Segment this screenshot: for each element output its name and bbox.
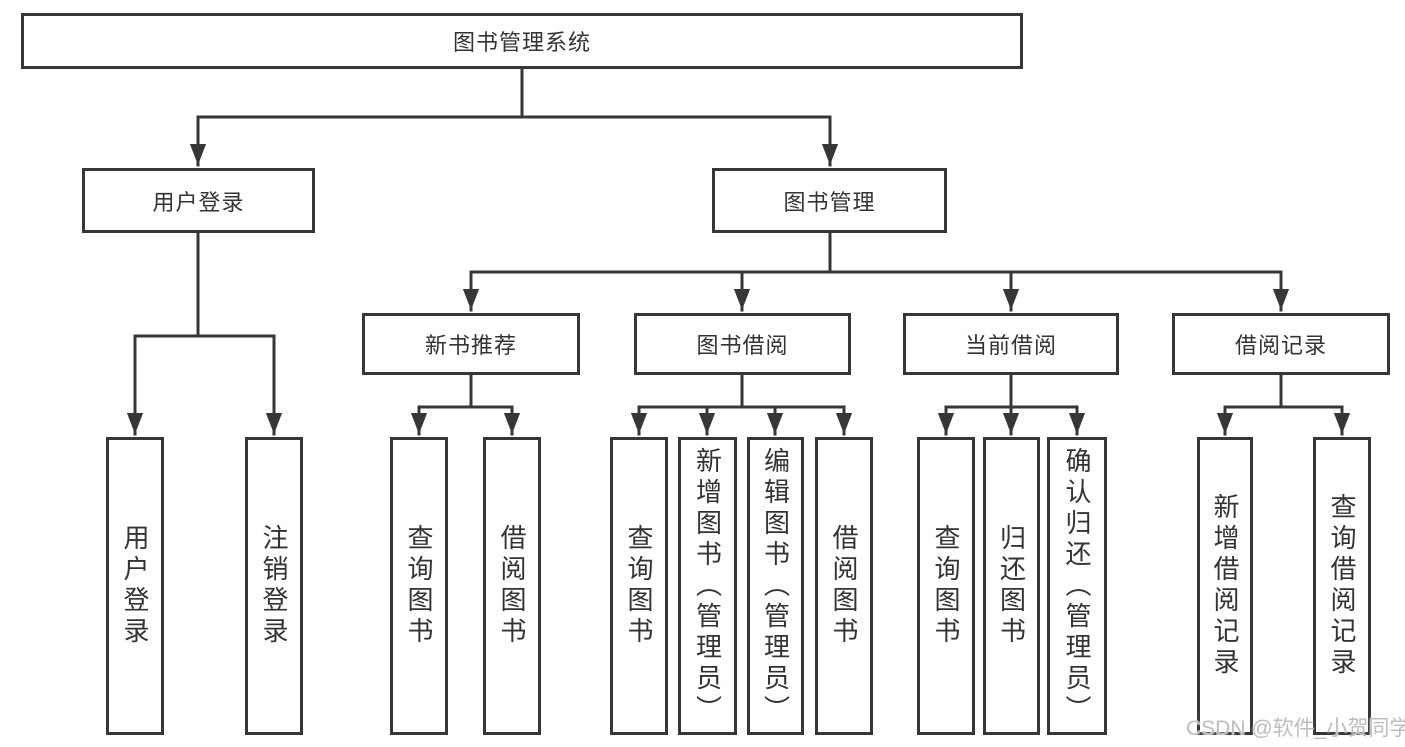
leaf-edit-book-admin: 编辑图书（管理员） xyxy=(747,437,804,735)
connector-book-management-to-level3 xyxy=(462,231,1290,312)
leaf-label: 新增图书（管理员） xyxy=(692,446,723,726)
leaf-logout: 注销登录 xyxy=(245,437,303,735)
node-label: 用户登录 xyxy=(152,189,245,215)
leaf-label: 确认归还（管理员） xyxy=(1062,446,1092,726)
leaf-query-books-recommend: 查询图书 xyxy=(390,437,448,735)
leaf-borrow-books-recommend: 借阅图书 xyxy=(483,437,541,735)
node-book-borrowing: 图书借阅 xyxy=(634,313,851,375)
leaf-label: 查询图书 xyxy=(931,524,961,648)
node-label: 新书推荐 xyxy=(424,333,517,358)
watermark: CSDN @软件_小贺同学 xyxy=(1186,717,1405,740)
node-label: 图书借阅 xyxy=(696,333,789,358)
leaf-label: 借阅图书 xyxy=(829,524,859,648)
leaf-return-book: 归还图书 xyxy=(983,437,1040,735)
leaf-borrow-books: 借阅图书 xyxy=(815,437,873,735)
leaf-add-book-admin: 新增图书（管理员） xyxy=(678,437,737,735)
connector-new-book-to-leaves xyxy=(410,373,521,436)
connector-root-to-level2 xyxy=(189,67,839,167)
node-user-login: 用户登录 xyxy=(82,168,315,233)
node-current-borrowing: 当前借阅 xyxy=(903,313,1119,375)
connector-book-borrow-to-leaves xyxy=(630,373,853,436)
connector-current-borrow-to-leaves xyxy=(937,372,1086,436)
leaf-label: 编辑图书（管理员） xyxy=(760,446,791,726)
leaf-user-login: 用户登录 xyxy=(106,437,164,735)
node-new-book-recommendation: 新书推荐 xyxy=(362,313,580,375)
leaf-label: 用户登录 xyxy=(120,524,150,648)
leaf-label: 注销登录 xyxy=(259,524,289,648)
node-book-management: 图书管理 xyxy=(712,168,947,233)
node-library-management-system: 图书管理系统 xyxy=(21,13,1023,69)
node-label: 借阅记录 xyxy=(1234,333,1327,358)
node-label: 图书管理系统 xyxy=(452,30,591,55)
leaf-query-borrow-record: 查询借阅记录 xyxy=(1313,437,1371,735)
connector-user-login-to-leaves xyxy=(126,231,283,436)
leaf-confirm-return-admin: 确认归还（管理员） xyxy=(1047,437,1107,735)
node-borrowing-records: 借阅记录 xyxy=(1172,313,1390,375)
leaf-query-books-current: 查询图书 xyxy=(917,437,975,735)
leaf-label: 归还图书 xyxy=(996,524,1027,648)
node-label: 图书管理 xyxy=(783,189,876,215)
leaf-add-borrow-record: 新增借阅记录 xyxy=(1197,437,1253,735)
leaf-label: 查询图书 xyxy=(404,524,434,648)
leaf-label: 借阅图书 xyxy=(497,524,527,648)
connector-borrow-records-to-leaves xyxy=(1216,373,1351,436)
leaf-label: 查询借阅记录 xyxy=(1327,493,1357,679)
leaf-label: 新增借阅记录 xyxy=(1210,493,1240,679)
leaf-label: 查询图书 xyxy=(624,524,654,648)
leaf-query-books-borrow: 查询图书 xyxy=(610,437,668,735)
node-label: 当前借阅 xyxy=(964,333,1057,358)
